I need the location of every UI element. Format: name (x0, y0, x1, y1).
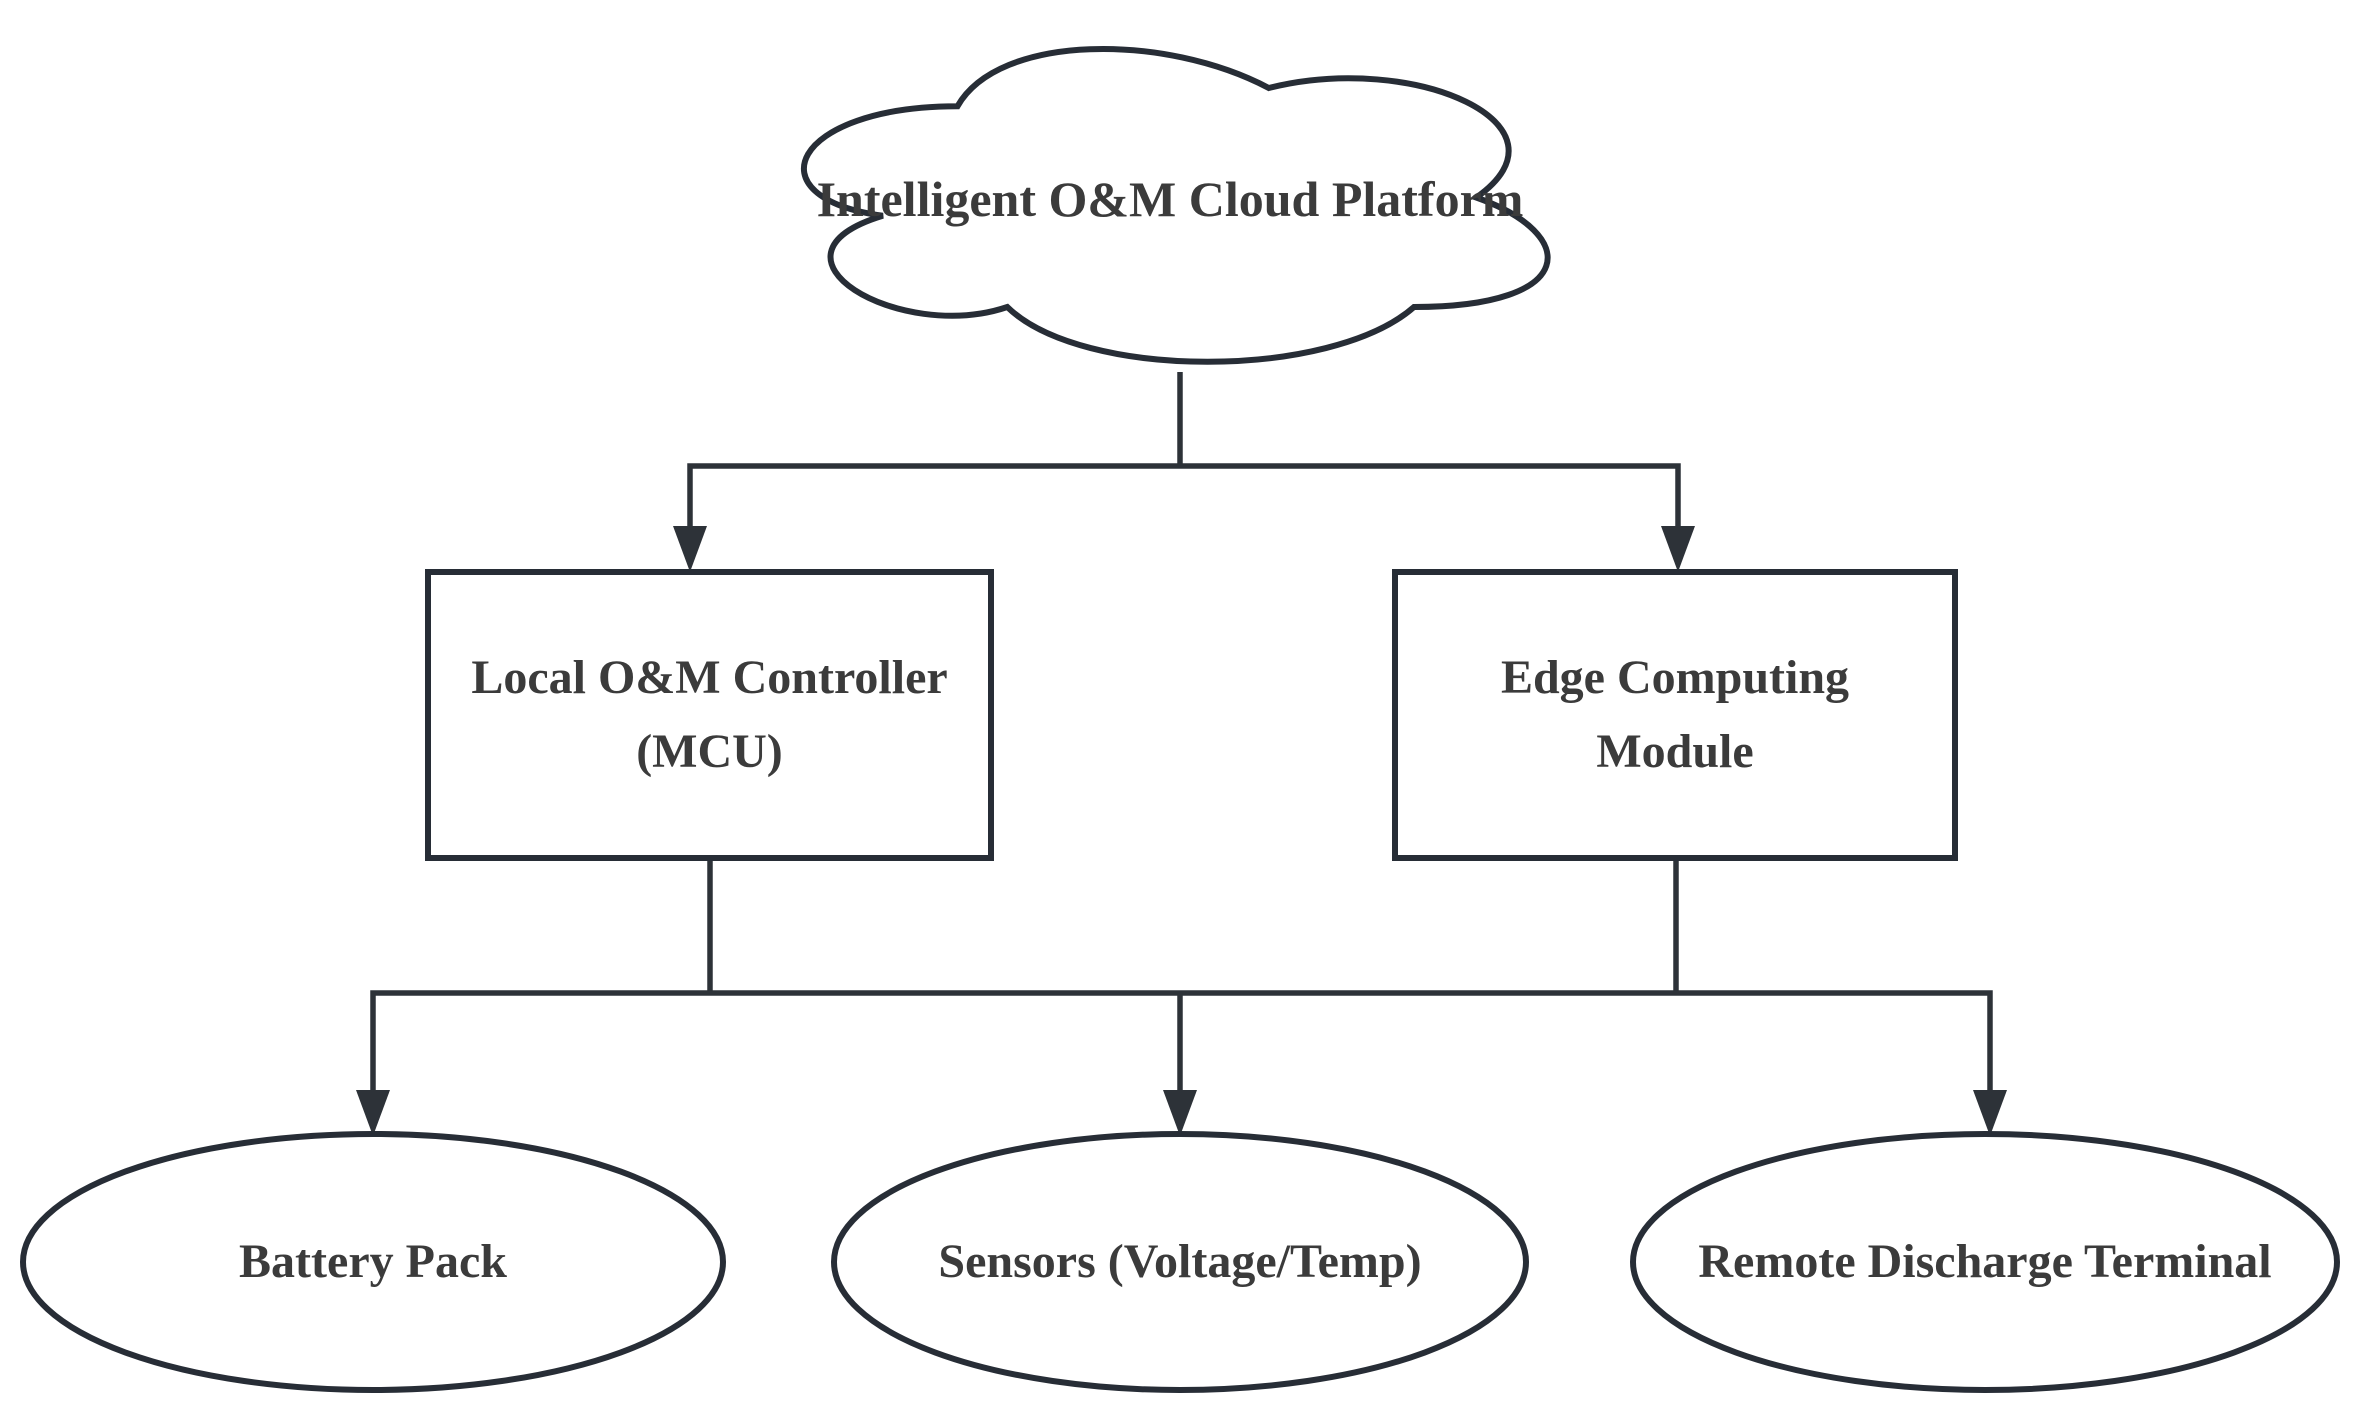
battery-pack-ellipse (20, 1131, 726, 1393)
sensors-ellipse (831, 1131, 1529, 1393)
arrowhead-into-sensors (1163, 1090, 1197, 1136)
edge-module-box (1392, 569, 1958, 861)
local-controller-box (425, 569, 994, 861)
arrowhead-into-battery-pack (356, 1090, 390, 1136)
cloud-shape (801, 46, 1551, 365)
remote-terminal-ellipse (1630, 1131, 2340, 1393)
arrowhead-into-edge-module (1661, 526, 1695, 572)
connector-top-trunk (687, 463, 1681, 534)
arrowhead-into-local-controller (673, 526, 707, 572)
arrowhead-into-remote-terminal (1973, 1090, 2007, 1136)
